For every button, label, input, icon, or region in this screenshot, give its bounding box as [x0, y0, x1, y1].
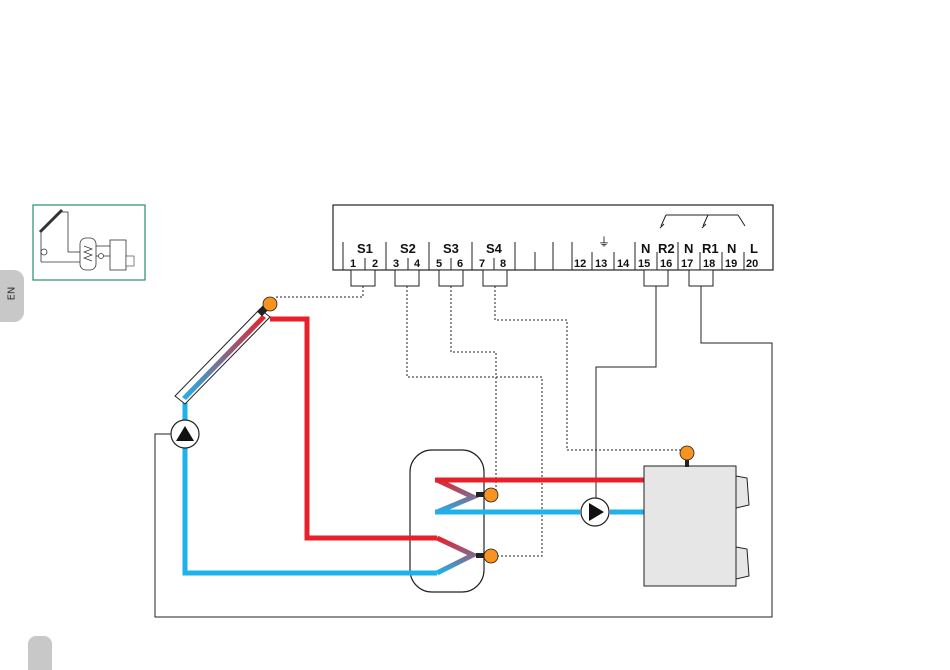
- terminal-label-r2: R2: [658, 241, 675, 256]
- svg-text:18: 18: [703, 258, 715, 270]
- terminal-label-r1: R1: [702, 241, 719, 256]
- ground-icon: ⏚: [598, 235, 610, 249]
- svg-text:17: 17: [681, 258, 693, 270]
- svg-text:3: 3: [393, 258, 399, 270]
- svg-text:6: 6: [457, 258, 463, 270]
- svg-text:12: 12: [574, 258, 586, 270]
- terminal-label-l: L: [750, 241, 758, 256]
- svg-text:20: 20: [746, 258, 758, 270]
- boiler: [644, 466, 749, 586]
- terminal-label-n3: N: [727, 241, 736, 256]
- terminal-label-n1: N: [641, 241, 650, 256]
- svg-text:4: 4: [414, 258, 421, 270]
- tank-upper-sensor-icon: [484, 488, 498, 502]
- solar-collector: [175, 303, 270, 404]
- svg-text:2: 2: [372, 258, 378, 270]
- terminal-label-s1: S1: [357, 241, 373, 256]
- terminal-label-n2: N: [684, 241, 693, 256]
- terminal-label-s2: S2: [400, 241, 416, 256]
- svg-text:5: 5: [436, 258, 442, 270]
- controller-terminal-block: S1 S2 S3 S4 N R2 N R1 N L ⏚ 1 2 3 4 5 6 …: [333, 205, 773, 286]
- boiler-sensor-icon: [680, 446, 694, 460]
- tank-lower-sensor-icon: [484, 549, 498, 563]
- svg-text:15: 15: [638, 258, 650, 270]
- solar-pump-icon: [171, 420, 199, 448]
- svg-text:8: 8: [500, 258, 506, 270]
- system-thumbnail: [33, 205, 145, 280]
- svg-text:7: 7: [479, 258, 485, 270]
- svg-text:16: 16: [660, 258, 672, 270]
- boiler-pump-icon: [581, 498, 609, 526]
- svg-text:19: 19: [725, 258, 737, 270]
- terminal-label-s4: S4: [486, 241, 503, 256]
- svg-text:13: 13: [595, 258, 607, 270]
- svg-text:1: 1: [350, 258, 356, 270]
- collector-sensor-icon: [263, 297, 277, 311]
- terminal-label-s3: S3: [443, 241, 459, 256]
- svg-text:14: 14: [617, 258, 630, 270]
